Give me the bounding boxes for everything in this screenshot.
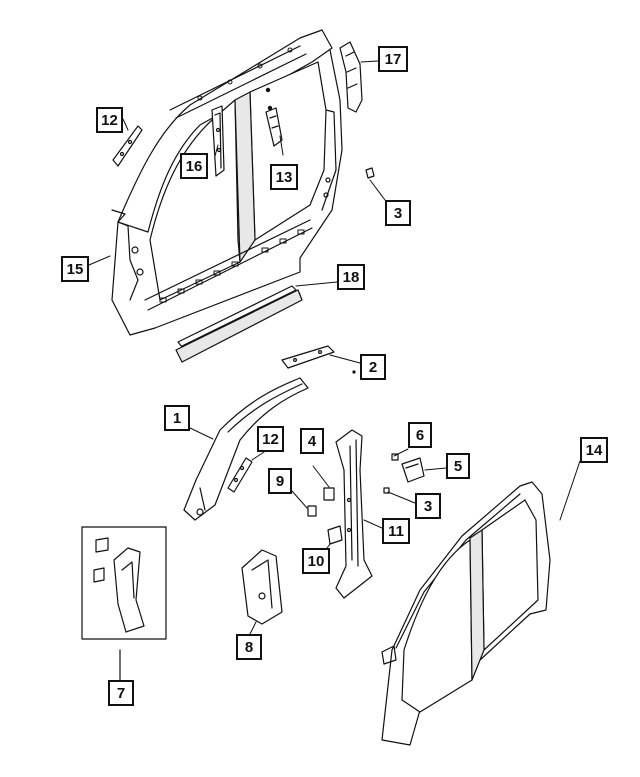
callout-12-upper: 12 (96, 107, 123, 133)
body-side-inner-assembly (111, 29, 343, 336)
part-13-bracket (265, 107, 283, 147)
part-8-pillar-lower (241, 549, 283, 625)
part-4-plate (323, 487, 335, 501)
part-17-bracket (339, 41, 363, 113)
callout-13: 13 (270, 164, 298, 190)
part-18-sill (175, 285, 303, 363)
callout-10: 10 (302, 548, 330, 574)
part-5-bracket (401, 457, 425, 483)
callout-4-label: 4 (307, 432, 317, 450)
callout-9: 9 (268, 468, 292, 494)
callout-9-label: 9 (275, 472, 285, 490)
callout-11-label: 11 (388, 522, 404, 540)
part-2-plate (281, 345, 356, 374)
callout-6: 6 (408, 422, 432, 448)
callout-8-label: 8 (244, 638, 254, 656)
callout-2: 2 (360, 354, 386, 380)
part-10-plate (327, 525, 343, 545)
callout-14-label: 14 (585, 441, 603, 459)
callout-16-label: 16 (185, 157, 203, 175)
part-11-b-pillar (335, 429, 373, 599)
callout-17-label: 17 (384, 50, 402, 68)
callout-13-label: 13 (275, 168, 293, 186)
part-3-lower-clip (383, 487, 390, 494)
callout-15-label: 15 (66, 260, 84, 278)
callout-5: 5 (446, 453, 470, 479)
callout-2-label: 2 (368, 358, 378, 376)
callout-11: 11 (382, 518, 410, 544)
part-7-box (81, 526, 167, 681)
callout-16: 16 (180, 153, 208, 179)
callout-12-lower-label: 12 (262, 430, 279, 448)
leader-lines (88, 60, 581, 635)
callout-12-upper-label: 12 (101, 111, 118, 129)
part-6-clip (391, 453, 399, 461)
callout-3-lower-label: 3 (423, 497, 433, 515)
callout-14: 14 (580, 437, 608, 463)
callout-8: 8 (236, 634, 262, 660)
callout-10-label: 10 (307, 552, 325, 570)
part-12-upper-bracket (112, 125, 143, 167)
part-12-lower-bracket (227, 457, 253, 493)
part-9-plate (307, 505, 317, 517)
part-14-body-side-outer (381, 481, 551, 746)
callout-18-label: 18 (342, 268, 360, 286)
part-16-reinforcement (211, 105, 225, 177)
callout-17: 17 (378, 46, 408, 72)
callout-3-upper: 3 (385, 200, 411, 226)
callout-12-lower: 12 (257, 426, 284, 452)
part-1-pillar (183, 377, 309, 521)
part-3-upper-clip (365, 167, 375, 179)
callout-4: 4 (300, 428, 324, 454)
callout-3-lower: 3 (415, 493, 441, 519)
callout-6-label: 6 (415, 426, 425, 444)
callout-1: 1 (164, 405, 190, 431)
callout-3-upper-label: 3 (393, 204, 403, 222)
callout-18: 18 (337, 264, 365, 290)
callout-15: 15 (61, 256, 89, 282)
callout-1-label: 1 (172, 409, 182, 427)
callout-7-label: 7 (116, 684, 126, 702)
callout-7: 7 (108, 680, 134, 706)
callout-5-label: 5 (453, 457, 463, 475)
